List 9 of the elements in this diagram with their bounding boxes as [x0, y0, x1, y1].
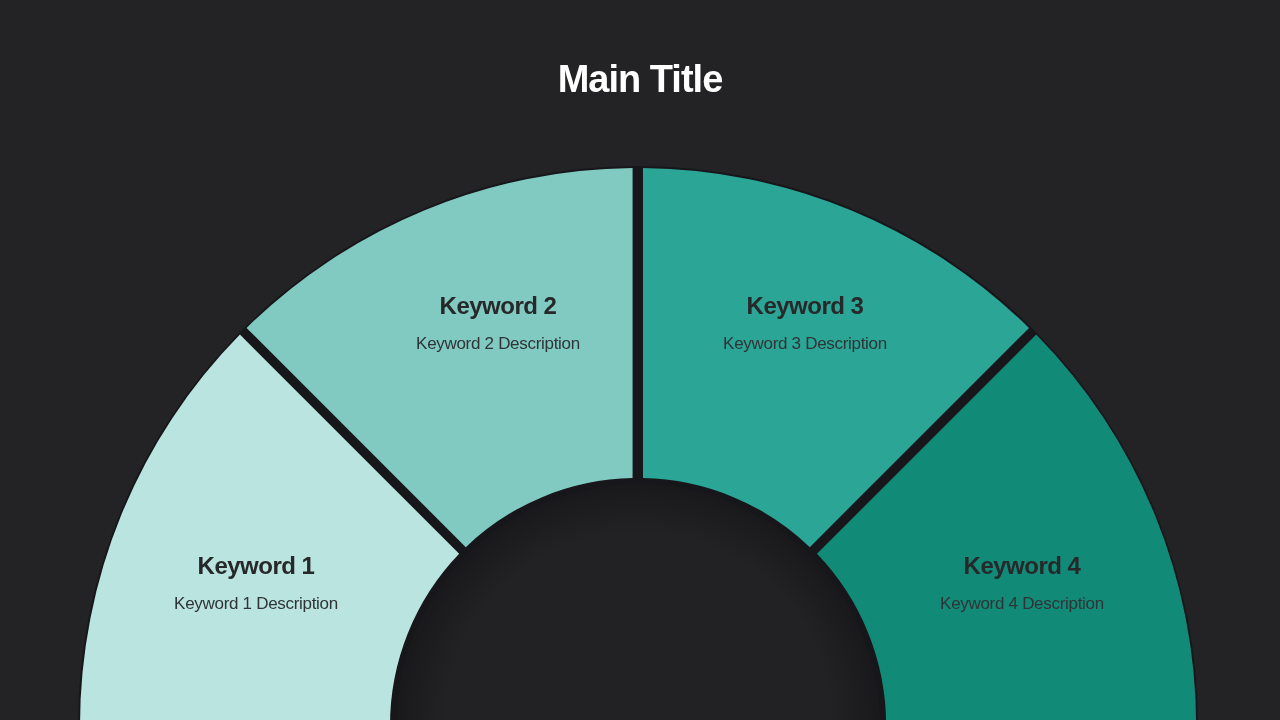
segment-heading: Keyword 1 — [197, 552, 315, 580]
segment-description: Keyword 4 Description — [940, 594, 1104, 614]
segment-description: Keyword 1 Description — [174, 594, 338, 614]
main-title: Main Title — [556, 58, 724, 101]
segment-heading: Keyword 4 — [963, 552, 1081, 580]
segment-description: Keyword 3 Description — [723, 334, 887, 354]
segment-heading: Keyword 3 — [746, 292, 864, 320]
segment-description: Keyword 2 Description — [416, 334, 580, 354]
segment-heading: Keyword 2 — [439, 292, 557, 320]
